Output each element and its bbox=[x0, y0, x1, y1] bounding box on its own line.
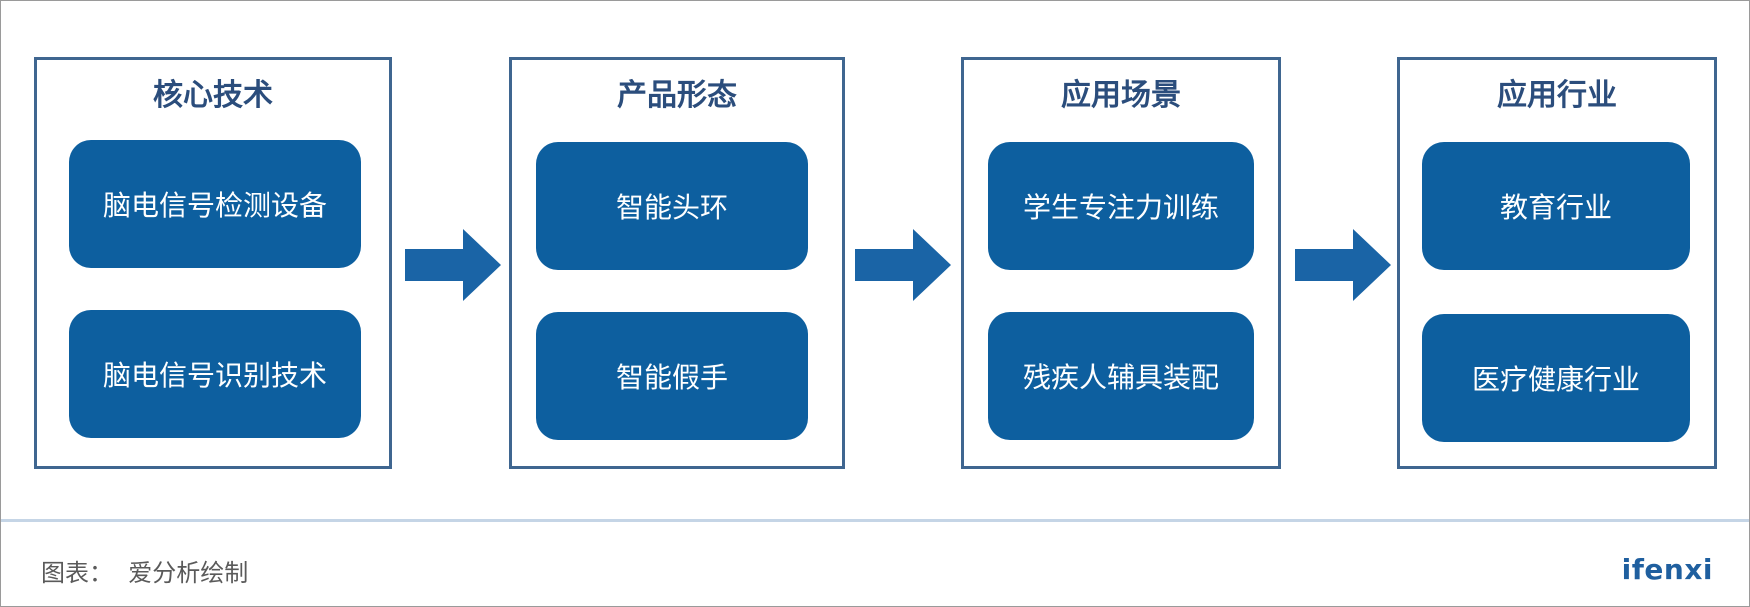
column-application-scenario: 应用场景 学生专注力训练 残疾人辅具装配 bbox=[961, 57, 1281, 469]
right-arrow-icon bbox=[405, 229, 501, 301]
column-product-form: 产品形态 智能头环 智能假手 bbox=[509, 57, 845, 469]
right-arrow-icon bbox=[1295, 229, 1391, 301]
item-box: 残疾人辅具装配 bbox=[988, 312, 1254, 440]
item-box: 智能假手 bbox=[536, 312, 808, 440]
column-application-industry: 应用行业 教育行业 医疗健康行业 bbox=[1397, 57, 1717, 469]
column-title: 核心技术 bbox=[153, 78, 273, 113]
item-box: 教育行业 bbox=[1422, 142, 1690, 270]
footer-divider bbox=[1, 519, 1749, 522]
item-box: 医疗健康行业 bbox=[1422, 314, 1690, 442]
column-title: 应用场景 bbox=[1061, 78, 1181, 113]
item-box: 脑电信号识别技术 bbox=[69, 310, 361, 438]
right-arrow-icon bbox=[855, 229, 951, 301]
ifenxi-logo: ifenxi bbox=[1621, 553, 1713, 586]
item-box: 脑电信号检测设备 bbox=[69, 140, 361, 268]
source-caption: 图表： 爱分析绘制 bbox=[41, 559, 249, 587]
item-box: 学生专注力训练 bbox=[988, 142, 1254, 270]
item-box: 智能头环 bbox=[536, 142, 808, 270]
column-title: 产品形态 bbox=[617, 78, 737, 113]
column-core-technology: 核心技术 脑电信号检测设备 脑电信号识别技术 bbox=[34, 57, 392, 469]
column-title: 应用行业 bbox=[1497, 78, 1617, 113]
